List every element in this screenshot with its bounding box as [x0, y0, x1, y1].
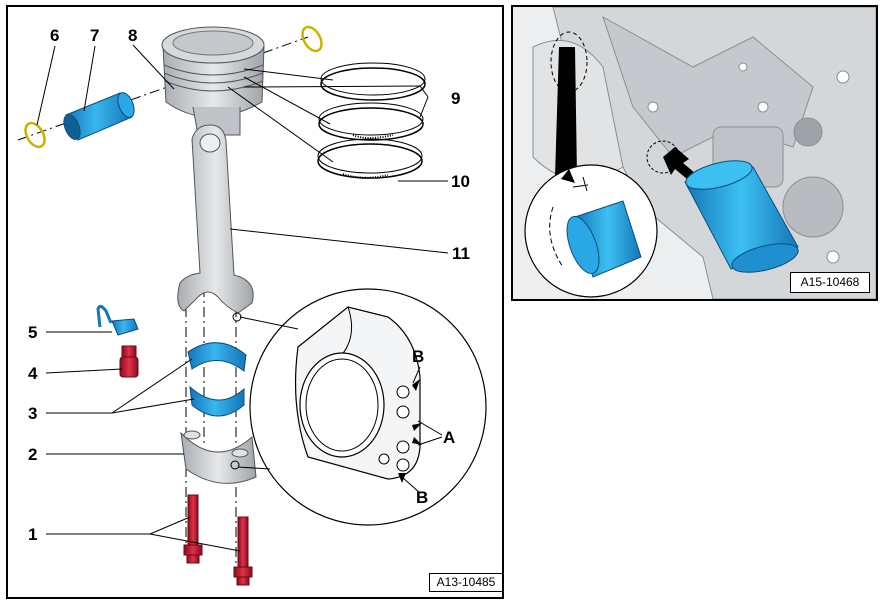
piston-rings: [317, 62, 426, 179]
snap-ring-left: [24, 121, 46, 149]
figure-reference-code: A15-10468: [790, 272, 870, 293]
engine-bolt-holes: [647, 62, 850, 264]
callout-4: 4: [28, 364, 38, 383]
piston-pin: [63, 92, 135, 141]
exploded-view-drawing: 6 7 8 9 10 11 5 4 3 2 1 B A B: [17, 25, 487, 586]
spray-jet-bolt: [119, 345, 139, 378]
insertion-arrow: [646, 140, 695, 179]
guide-sleeve-tool: [684, 160, 799, 273]
bearing-shells: [187, 342, 247, 417]
callout-8: 8: [128, 26, 137, 45]
callout-6: 6: [50, 26, 59, 45]
callout-9: 9: [451, 89, 460, 108]
detail-magnifier: [230, 288, 487, 526]
callout-a: A: [443, 428, 455, 447]
callout-b-bottom: B: [416, 488, 428, 507]
piston: [161, 26, 265, 136]
zoom-source-ring: [550, 31, 588, 93]
zoom-circle: [524, 164, 658, 298]
exploded-view-panel: 6 7 8 9 10 11 5 4 3 2 1 B A B A13-10485: [6, 5, 504, 599]
snap-ring-right: [301, 25, 323, 53]
leader-lines: [36, 44, 449, 552]
callout-7: 7: [90, 26, 99, 45]
callout-3: 3: [28, 404, 37, 423]
engine-detail-drawing: [524, 7, 876, 299]
callout-10: 10: [451, 172, 470, 191]
engine-detail-panel: A15-10468: [511, 5, 878, 301]
callout-b-top: B: [412, 347, 424, 366]
engine-block: [532, 7, 876, 299]
callout-1: 1: [28, 525, 37, 544]
connecting-rod-bolts: [183, 494, 253, 586]
callout-2: 2: [28, 445, 37, 464]
oil-spray-jet: [96, 304, 139, 336]
figure-reference-code: A13-10485: [429, 573, 503, 592]
zoom-wedge: [555, 47, 577, 177]
callout-5: 5: [28, 323, 37, 342]
callout-11: 11: [452, 244, 470, 263]
center-axis-lines: [17, 36, 309, 572]
connecting-rod-cap: [180, 430, 257, 484]
connecting-rod: [177, 124, 254, 314]
